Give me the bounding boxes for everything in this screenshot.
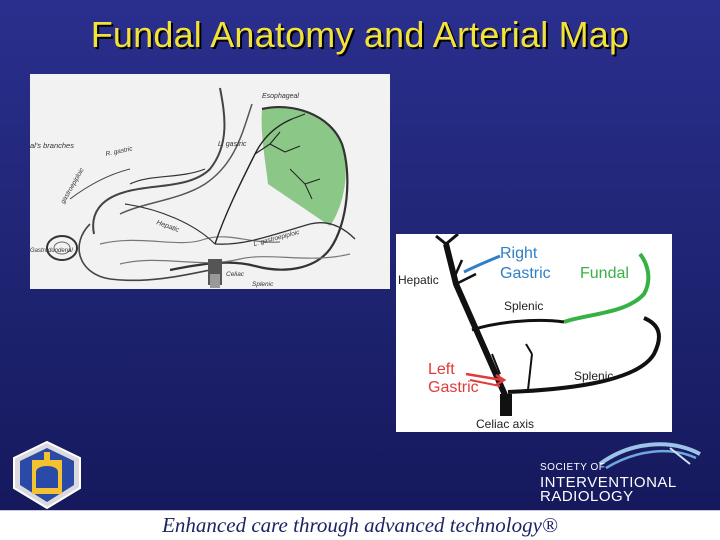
label-splenic-lower: Splenic <box>574 369 613 383</box>
footer-divider <box>0 510 720 511</box>
sir-line-3: RADIOLOGY <box>540 488 634 505</box>
right-gastric-vessel <box>463 254 501 274</box>
slide-title: Fundal Anatomy and Arterial Map <box>90 14 630 55</box>
shield-icon <box>13 440 81 510</box>
sir-line-1: SOCIETY OF <box>540 462 606 473</box>
left-gastric-arrow <box>465 372 503 382</box>
anatomy-illustration: Esophageal al's branches L. gastric R. g… <box>30 74 390 289</box>
label-splenic: Splenic <box>252 281 274 288</box>
label-right: Right <box>500 245 538 262</box>
sir-logo <box>540 440 710 506</box>
label-gastric: Gastric <box>500 265 551 282</box>
label-l-gastric: L. gastric <box>218 141 247 148</box>
sir-swoosh-icon <box>598 442 701 470</box>
institution-shield-logo <box>8 440 86 510</box>
slogan: Enhanced care through advanced technolog… <box>0 511 720 540</box>
arterial-map-drawing: Right Gastric Fundal Hepatic Splenic Lef… <box>396 234 672 432</box>
splenic-vessel <box>507 316 661 394</box>
fundus-region <box>261 107 346 226</box>
label-esophageal: Esophageal <box>262 93 299 100</box>
label-branches: al's branches <box>30 141 74 150</box>
label-celiac-axis: Celiac axis <box>476 417 534 431</box>
label-celiac: Celiac <box>226 271 245 278</box>
sir-line-2: INTERVENTIONAL <box>540 474 677 491</box>
arterial-map: Right Gastric Fundal Hepatic Splenic Lef… <box>396 234 672 432</box>
label-splenic-upper: Splenic <box>504 299 543 313</box>
label-fundal: Fundal <box>580 265 629 282</box>
label-left: Left <box>428 361 455 378</box>
anatomy-drawing: Esophageal al's branches L. gastric R. g… <box>30 74 390 289</box>
fundal-vessel <box>563 252 651 324</box>
label-gastroduodenal: Gastroduodenal <box>30 248 73 254</box>
celiac-axis-block <box>500 394 512 416</box>
label-left-gastric: Gastric <box>428 379 479 396</box>
label-hepatic: Hepatic <box>398 273 439 287</box>
